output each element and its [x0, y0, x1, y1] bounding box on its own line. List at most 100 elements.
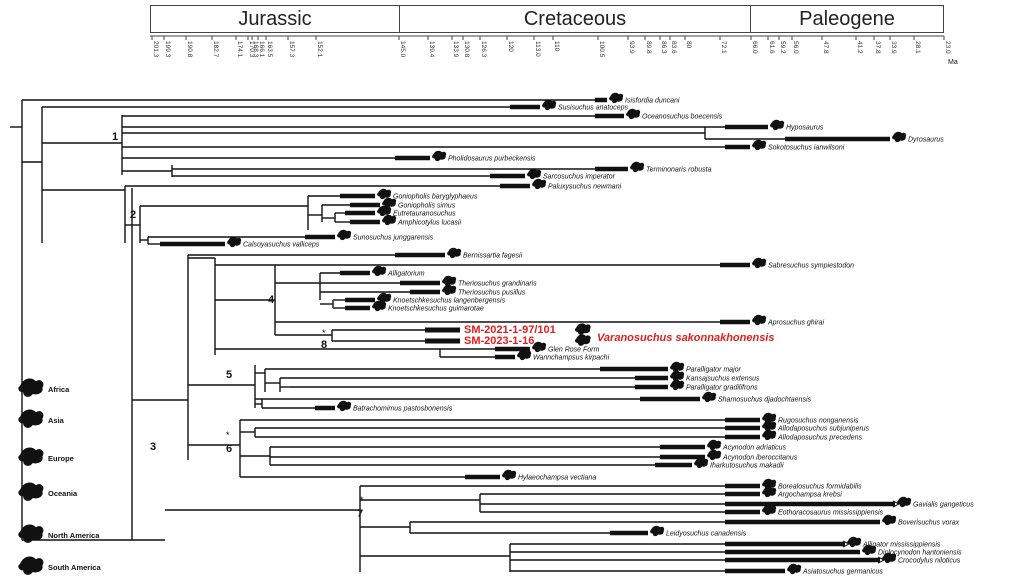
- continent-icon: [762, 429, 777, 441]
- taxon-label: Glen Rose Form: [548, 347, 600, 354]
- continent-icon: [847, 536, 862, 548]
- continent-icon: [670, 370, 685, 382]
- axis-tick-label: 37.8: [874, 41, 881, 54]
- axis-tick-label: 41.2: [856, 41, 863, 54]
- continent-icon: [862, 544, 877, 556]
- taxon-label: Shamosuchus djadochtaensis: [718, 397, 812, 404]
- axis-tick-label: 89.8: [645, 41, 652, 54]
- specimen-label-1: SM-2021-1-97/101: [464, 324, 556, 336]
- taxon-label: Gavialis gangeticus: [913, 502, 974, 509]
- axis-tick-label: 72.1: [720, 41, 727, 54]
- taxon-label: Eutretauranosuchus: [393, 211, 456, 218]
- node-label: 1: [112, 131, 118, 143]
- continent-icon: [377, 188, 392, 200]
- taxon-label: Argochampsa krebsi: [777, 492, 842, 499]
- taxon-label: Bernissartia fagesii: [463, 253, 523, 260]
- taxon-label: Dyrosaurus: [908, 137, 944, 144]
- continent-icon: [670, 379, 685, 391]
- continent-legend-icon: [18, 482, 44, 501]
- taxon-label: Boverisuchus vorax: [898, 520, 960, 527]
- axis-tick-label: 152.1: [316, 41, 323, 58]
- axis-tick-label: 130.8: [463, 41, 470, 58]
- continent-icon: [762, 420, 777, 432]
- taxon-label: Amphicotylus lucasii: [397, 220, 461, 227]
- taxon-label: Isisfordia duncani: [625, 98, 680, 105]
- taxon-label: Acynodon adriaticus: [722, 445, 787, 452]
- taxon-label: Allodaposuchus precedens: [777, 435, 863, 442]
- continent-icon: [762, 504, 777, 516]
- extant-arrow: [877, 556, 886, 564]
- continent-icon: [770, 119, 785, 131]
- taxon-label: Aprosuchus ghirai: [767, 320, 824, 327]
- axis-tick-label: 168.3: [252, 41, 259, 58]
- axis-tick-label: 33.9: [890, 41, 897, 54]
- axis-tick-label: 93.9: [628, 41, 635, 54]
- axis-tick-label: 133.9: [452, 41, 459, 58]
- continent-legend-icon: [18, 556, 44, 575]
- continent-icon: [752, 257, 767, 269]
- continent-icon: [432, 150, 447, 162]
- taxon-label: Sunosuchus junggarensis: [353, 235, 434, 242]
- extant-arrow: [892, 500, 901, 508]
- continent-icon: [377, 205, 392, 217]
- taxon-label: Alligatorium: [387, 271, 425, 278]
- continent-icon: [227, 236, 242, 248]
- axis-tick-label: 83.6: [670, 41, 677, 54]
- axis-tick-label: 23.0: [944, 41, 951, 54]
- axis-tick-label: 120: [507, 41, 514, 52]
- continent-icon: [707, 439, 722, 451]
- taxon-label: Paralligator major: [686, 367, 742, 374]
- legend-label: North America: [48, 531, 100, 540]
- continent-legend-icon: [18, 524, 44, 543]
- axis-tick-label: 80: [685, 41, 692, 49]
- continent-icon: [532, 341, 547, 353]
- axis-tick-label: 126.3: [480, 41, 487, 58]
- legend-label: Oceania: [48, 489, 78, 498]
- continent-icon: [630, 161, 645, 173]
- continent-icon: [382, 197, 397, 209]
- axis-tick-label: 170.3: [248, 41, 255, 58]
- continent-icon: [372, 265, 387, 277]
- support-mark: *: [226, 430, 230, 440]
- taxon-label: Acynodon iberoccitanus: [722, 455, 798, 462]
- extant-arrow: [842, 540, 851, 548]
- continent-icon: [447, 247, 462, 259]
- continent-icon: [377, 292, 392, 304]
- continent-icon: [707, 449, 722, 461]
- taxon-label: Hyposaurus: [786, 125, 824, 132]
- axis-tick-label: 61.6: [768, 41, 775, 54]
- axis-tick-label: 190.8: [186, 41, 193, 58]
- taxon-label: Wannchampsus kirpachi: [533, 355, 610, 362]
- taxon-label: Hylaeochampsa vectiana: [518, 475, 596, 482]
- axis-tick-label: 166.1: [258, 41, 265, 58]
- taxon-label: Susisuchus anatoceps: [558, 105, 629, 112]
- node-label: 7: [357, 508, 363, 520]
- continent-icon: [574, 334, 591, 346]
- node-label: 5: [226, 369, 232, 381]
- new-taxon-name: Varanosuchus sakonnakhonensis: [597, 332, 774, 344]
- axis-tick-label: 47.8: [822, 41, 829, 54]
- continent-icon: [762, 486, 777, 498]
- axis-tick-label: 28.1: [914, 41, 921, 54]
- axis-tick-label: 174.1: [236, 41, 243, 58]
- continent-icon: [542, 99, 557, 111]
- axis-tick-label: 56.0: [792, 41, 799, 54]
- continent-icon: [762, 478, 777, 490]
- axis-tick-label: 139.4: [428, 41, 435, 58]
- continent-icon: [650, 525, 665, 537]
- support-mark: *: [322, 328, 326, 338]
- specimen-label-2: SM-2023-1-16: [464, 335, 534, 347]
- taxon-label: Borealosuchus formidabilis: [778, 484, 862, 491]
- axis-tick-label: 182.7: [212, 41, 219, 58]
- legend-label: Africa: [48, 385, 70, 394]
- taxon-label: Rugosuchus nonganensis: [778, 418, 859, 425]
- taxon-label: Calsoyasuchus valliceps: [243, 242, 320, 249]
- taxon-label: Goniopholis simus: [398, 203, 456, 210]
- taxon-label: Knoetschkesuchus langenbergensis: [393, 298, 506, 305]
- taxon-label: Eothoracosaurus mississippiensis: [778, 510, 884, 517]
- axis-tick-label: 201.3: [152, 41, 159, 58]
- taxon-label: Leidyosuchus canadensis: [666, 531, 747, 538]
- axis-tick-label: 59.2: [779, 41, 786, 54]
- continent-icon: [702, 391, 717, 403]
- continent-icon: [382, 214, 397, 226]
